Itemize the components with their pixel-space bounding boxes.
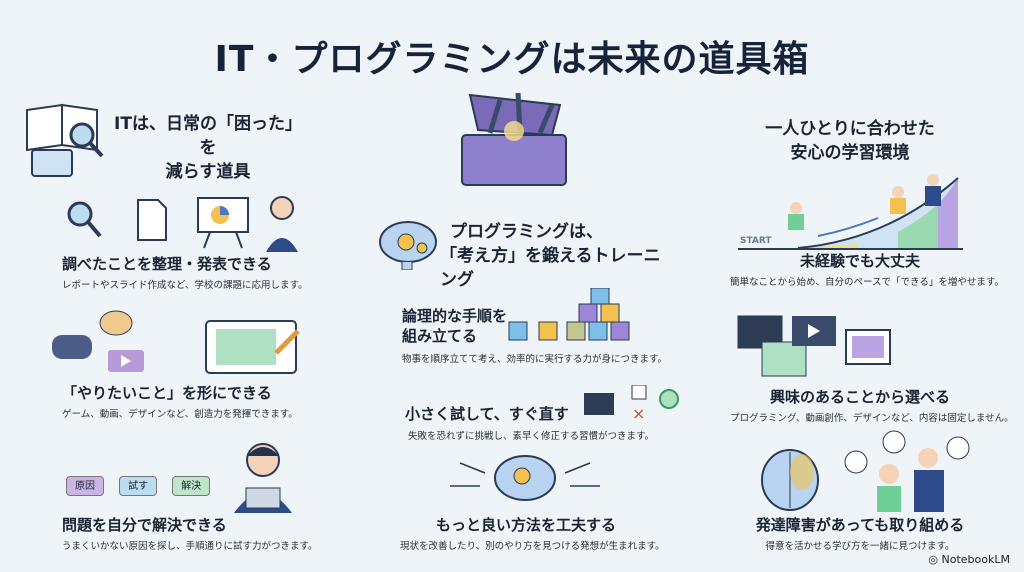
item-title: もっと良い方法を工夫する bbox=[435, 516, 616, 534]
item-title: 未経験でも大丈夫 bbox=[799, 252, 920, 270]
toolbox-icon bbox=[461, 92, 567, 186]
item-title: 調べたことを整理・発表できる bbox=[62, 255, 272, 273]
item-desc: ゲーム、動画、デザインなど、創造力を発揮できます。 bbox=[62, 409, 298, 420]
tag-cause: 原因 bbox=[66, 476, 104, 496]
right-item-3: 発達障害があっても取り組める 得意を活かせる学び方を一緒に見つけます。 bbox=[730, 514, 990, 552]
item-title-line2: 組み立てる bbox=[402, 327, 478, 345]
item-desc: 簡単なことから始め、自分のペースで「できる」を増やせます。 bbox=[730, 277, 1004, 288]
notebooklm-logo-icon: ◎ bbox=[928, 553, 942, 566]
media-windows-icons bbox=[737, 315, 891, 377]
support-illustration bbox=[761, 430, 970, 512]
center-item-1: 論理的な手順を 組み立てる bbox=[402, 306, 507, 346]
idea-brain-icon bbox=[450, 455, 600, 501]
center-heading-line1: プログラミングは、 bbox=[450, 222, 603, 242]
center-item-3: もっと良い方法を工夫する 現状を改善したり、別のやり方を見つける発想が生まれます… bbox=[400, 514, 665, 552]
game-video-design-icons bbox=[52, 310, 300, 374]
learning-curve-illustration bbox=[738, 174, 963, 250]
problem-steps: 原因 試す 解決 bbox=[66, 474, 220, 496]
item-title-line1: 論理的な手順を bbox=[402, 307, 508, 325]
center-item-2-title: 小さく試して、すぐ直す bbox=[405, 405, 569, 423]
research-presentation-icons bbox=[67, 196, 298, 252]
notebooklm-brand: ◎ NotebookLM bbox=[928, 553, 1010, 566]
item-title: 興味のあることから選べる bbox=[769, 388, 950, 406]
tag-solve: 解決 bbox=[172, 476, 211, 496]
item-desc: 物事を順序立てて考え、効率的に実行する力が身につきます。 bbox=[402, 354, 668, 365]
start-label: START bbox=[740, 236, 772, 246]
left-item-2: 「やりたいこと」を形にできる ゲーム、動画、デザインなど、創造力を発揮できます。 bbox=[62, 382, 298, 420]
center-heading-line2: 「考え方」を鍛えるトレーニング bbox=[440, 246, 661, 290]
page-title: IT・プログラミングは未来の道具箱 bbox=[214, 39, 810, 80]
left-heading: ITは、日常の「困った」を 減らす道具 bbox=[108, 112, 308, 184]
right-heading-line2: 安心の学習環境 bbox=[790, 143, 910, 163]
left-item-3: 問題を自分で解決できる うまくいかない原因を探し、手順通りに試す力がつきます。 bbox=[62, 514, 318, 552]
item-title: 「やりたいこと」を形にできる bbox=[62, 384, 272, 402]
left-heading-line1: ITは、日常の「困った」を bbox=[114, 114, 302, 158]
right-item-1: 未経験でも大丈夫 簡単なことから始め、自分のペースで「できる」を増やせます。 bbox=[730, 250, 1004, 288]
left-item-1: 調べたことを整理・発表できる レポートやスライド作成など、学校の課題に応用します… bbox=[62, 253, 308, 291]
book-magnifier-icon bbox=[26, 103, 104, 177]
right-heading: 一人ひとりに合わせた 安心の学習環境 bbox=[740, 117, 960, 165]
cubes-icon bbox=[508, 288, 630, 341]
item-title: 発達障害があっても取り組める bbox=[755, 516, 965, 534]
brain-gear-icon bbox=[379, 221, 437, 270]
item-desc: うまくいかない原因を探し、手順通りに試す力がつきます。 bbox=[62, 541, 318, 552]
item-desc: プログラミング、動画創作、デザインなど、内容は固定しません。 bbox=[730, 413, 1014, 424]
tag-try: 試す bbox=[119, 476, 158, 496]
item-title: 問題を自分で解決できる bbox=[62, 516, 227, 534]
item-desc: 得意を活かせる学び方を一緒に見つけます。 bbox=[765, 541, 955, 552]
code-fix-icon: × bbox=[584, 385, 679, 423]
item-desc: レポートやスライド作成など、学校の課題に応用します。 bbox=[62, 280, 308, 291]
right-item-2: 興味のあることから選べる プログラミング、動画創作、デザインなど、内容は固定しま… bbox=[730, 386, 1014, 424]
svg-text:×: × bbox=[632, 404, 645, 423]
right-heading-line1: 一人ひとりに合わせた bbox=[765, 119, 935, 139]
brand-label: NotebookLM bbox=[941, 553, 1010, 566]
item-desc: 現状を改善したり、別のやり方を見つける発想が生まれます。 bbox=[400, 541, 665, 552]
center-heading: プログラミングは、 「考え方」を鍛えるトレーニング bbox=[440, 220, 670, 292]
item-desc: 失敗を恐れずに挑戦し、素早く修正する習慣がつきます。 bbox=[408, 431, 655, 442]
student-tablet-illustration bbox=[234, 443, 292, 513]
left-heading-line2: 減らす道具 bbox=[165, 162, 251, 182]
